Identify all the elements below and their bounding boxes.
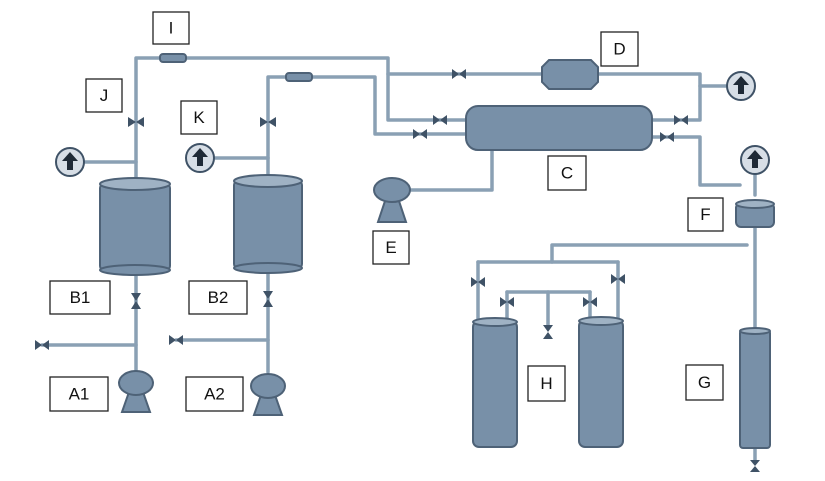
up-arrow-icon bbox=[62, 152, 78, 170]
tank-b1 bbox=[99, 177, 171, 276]
valve-inlet-a2 bbox=[169, 335, 183, 345]
label-h-text: H bbox=[540, 374, 552, 393]
valve-h-3 bbox=[583, 297, 597, 307]
gauge-d bbox=[726, 71, 756, 101]
label-a2-text: A2 bbox=[204, 385, 225, 404]
label-k: K bbox=[180, 100, 218, 135]
label-f-text: F bbox=[700, 205, 710, 224]
label-a2: A2 bbox=[185, 376, 244, 412]
pump-e bbox=[373, 177, 411, 223]
valve-to-d bbox=[452, 69, 466, 79]
flow-element-k-line bbox=[285, 72, 313, 82]
column-h-left bbox=[472, 317, 518, 448]
label-b1: B1 bbox=[49, 280, 111, 315]
valve-inlet-a1 bbox=[35, 340, 49, 350]
label-f: F bbox=[687, 197, 724, 232]
valves bbox=[35, 69, 760, 472]
label-e-text: E bbox=[385, 238, 396, 257]
valve-j bbox=[128, 117, 144, 127]
column-c bbox=[465, 105, 653, 151]
label-a1-text: A1 bbox=[69, 385, 90, 404]
up-arrow-icon bbox=[733, 76, 749, 94]
valve-k bbox=[260, 117, 276, 127]
valve-c-out-top bbox=[674, 115, 688, 125]
flow-element-i bbox=[159, 53, 187, 63]
valve-g-drain bbox=[750, 460, 760, 472]
valve-b2-out bbox=[263, 291, 273, 307]
gauge-f bbox=[740, 145, 770, 175]
label-c-text: C bbox=[561, 164, 573, 183]
label-h: H bbox=[527, 365, 566, 402]
label-g: G bbox=[685, 364, 724, 401]
label-j: J bbox=[85, 78, 123, 113]
label-c: C bbox=[547, 155, 587, 191]
pump-a1 bbox=[118, 370, 154, 413]
valve-c-out-bottom bbox=[660, 132, 674, 142]
gauge-k bbox=[185, 143, 215, 173]
pipe-i-header bbox=[184, 56, 467, 122]
piping bbox=[40, 56, 757, 464]
valve-h-center bbox=[543, 325, 553, 339]
tank-b2 bbox=[233, 174, 303, 274]
label-b1-text: B1 bbox=[70, 288, 91, 307]
up-arrow-icon bbox=[192, 148, 208, 166]
label-j-text: J bbox=[100, 86, 109, 105]
pipe-c-f bbox=[650, 135, 742, 187]
pump-a2 bbox=[250, 373, 286, 416]
label-e: E bbox=[372, 230, 410, 265]
label-g-text: G bbox=[698, 373, 711, 392]
valve-c-in-bottom bbox=[413, 129, 427, 139]
label-b2-text: B2 bbox=[208, 288, 229, 307]
label-i: I bbox=[152, 11, 190, 45]
gauge-j bbox=[55, 147, 85, 177]
valve-h-2 bbox=[500, 297, 514, 307]
valve-h-4 bbox=[611, 274, 625, 284]
vessel-f bbox=[735, 199, 775, 228]
column-h-right bbox=[578, 316, 624, 448]
label-b2: B2 bbox=[188, 280, 248, 315]
valve-h-1 bbox=[471, 277, 485, 287]
pipe-e-c bbox=[408, 148, 494, 192]
label-d: D bbox=[600, 31, 639, 67]
label-i-text: I bbox=[169, 19, 174, 38]
label-a1: A1 bbox=[49, 376, 109, 412]
column-g bbox=[739, 327, 771, 449]
valve-b1-out bbox=[131, 293, 141, 309]
up-arrow-icon bbox=[747, 150, 763, 168]
device-d bbox=[541, 59, 599, 90]
pipe-h-manifold bbox=[550, 243, 749, 264]
pipe-b2-top bbox=[266, 75, 288, 182]
label-d-text: D bbox=[613, 40, 625, 59]
pipe-b1-top bbox=[134, 56, 162, 185]
valve-c-in-top bbox=[433, 115, 447, 125]
label-k-text: K bbox=[193, 108, 205, 127]
